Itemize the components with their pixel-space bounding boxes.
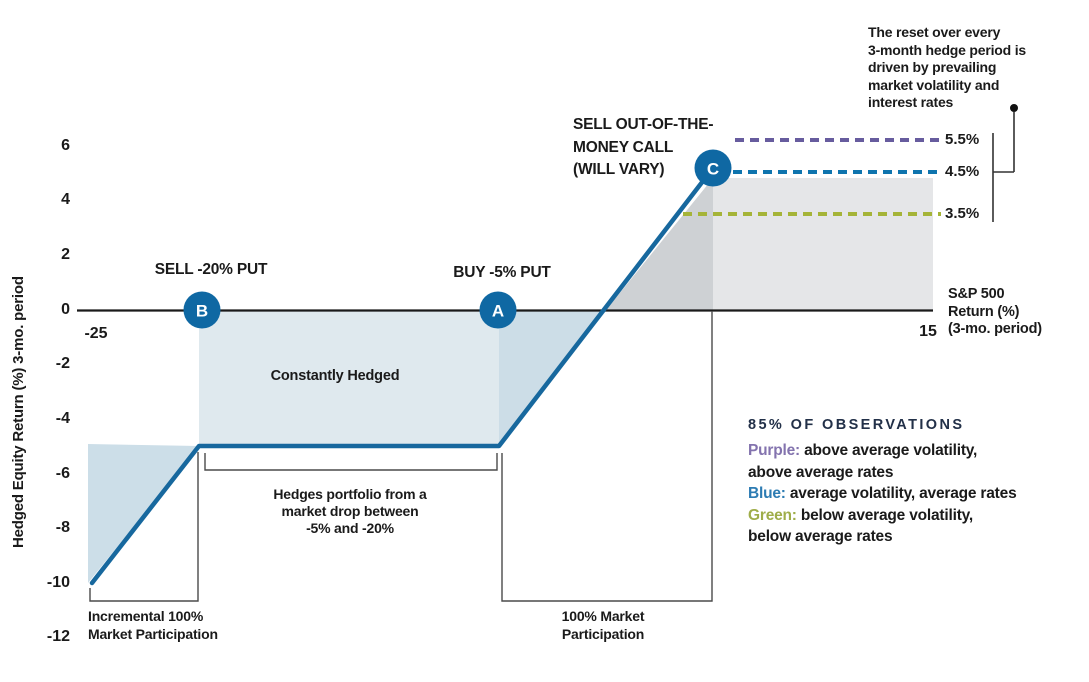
y-tick-n6: -6 bbox=[55, 465, 70, 482]
hedge-range-note: Hedges portfolio from a market drop betw… bbox=[273, 486, 427, 536]
y-tick-n4: -4 bbox=[55, 410, 70, 427]
y-tick-n8: -8 bbox=[55, 519, 70, 536]
marker-a-circle bbox=[479, 291, 517, 329]
marker-a-letter: A bbox=[492, 302, 504, 321]
legend-item-blue: Blue: average volatility, average rates bbox=[748, 483, 1078, 505]
legend-item-green: Green: below average volatility, below a… bbox=[748, 505, 1078, 548]
legend: 85% OF OBSERVATIONS Purple: above averag… bbox=[748, 417, 1078, 548]
y-tick-0: 0 bbox=[61, 301, 70, 318]
y-tick-n10: -10 bbox=[46, 574, 70, 591]
payoff-line bbox=[89, 165, 716, 586]
area-call-dark-triangle bbox=[606, 178, 713, 310]
legend-key-blue: Blue: bbox=[748, 485, 786, 502]
ref-label-5-5: 5.5% bbox=[945, 131, 980, 148]
x-tick-n25: -25 bbox=[84, 325, 108, 342]
y-axis-title: Hedged Equity Return (%) 3-mo. period bbox=[10, 276, 27, 548]
bracket-reset-note bbox=[992, 112, 1015, 222]
y-tick-6: 6 bbox=[61, 137, 70, 154]
x-axis-title: S&P 500 Return (%) (3-mo. period) bbox=[948, 286, 1042, 337]
reset-note: The reset over every 3-month hedge perio… bbox=[868, 24, 1026, 110]
marker-b-letter: B bbox=[196, 302, 208, 321]
sell-put-label: SELL -20% PUT bbox=[154, 261, 268, 278]
sell-call-label: SELL OUT-OF-THE- MONEY CALL (WILL VARY) bbox=[573, 116, 714, 178]
y-tick-2: 2 bbox=[61, 246, 70, 263]
legend-key-green: Green: bbox=[748, 506, 797, 524]
bracket-hedge-range bbox=[204, 453, 498, 471]
bracket-market-participation bbox=[501, 311, 713, 602]
market-participation-note: 100% Market Participation bbox=[561, 608, 645, 642]
legend-text-green: below average volatility, below average … bbox=[748, 506, 974, 546]
legend-item-purple: Purple: above average volatility, above … bbox=[748, 440, 1078, 483]
area-call-light-rect bbox=[713, 178, 933, 310]
y-tick-4: 4 bbox=[61, 191, 70, 208]
ref-label-4-5: 4.5% bbox=[945, 163, 980, 180]
reset-note-dot bbox=[1010, 104, 1018, 112]
constantly-hedged-label: Constantly Hedged bbox=[270, 368, 400, 384]
legend-key-purple: Purple: bbox=[748, 442, 800, 459]
marker-c-letter: C bbox=[707, 160, 719, 179]
legend-text-blue: average volatility, average rates bbox=[785, 485, 1017, 502]
y-tick-n12: -12 bbox=[46, 628, 70, 645]
ref-label-3-5: 3.5% bbox=[945, 205, 980, 222]
y-tick-n2: -2 bbox=[55, 355, 70, 372]
x-tick-15: 15 bbox=[919, 323, 937, 340]
legend-text-purple: above average volatility, above average … bbox=[748, 442, 978, 481]
legend-title: 85% OF OBSERVATIONS bbox=[748, 417, 965, 433]
area-constantly-hedged bbox=[199, 311, 499, 446]
marker-b-circle bbox=[183, 291, 221, 329]
bracket-incremental-participation bbox=[89, 452, 199, 602]
marker-c-circle bbox=[694, 149, 732, 187]
incremental-participation-note: Incremental 100% Market Participation bbox=[88, 608, 218, 642]
buy-put-label: BUY -5% PUT bbox=[453, 264, 551, 281]
